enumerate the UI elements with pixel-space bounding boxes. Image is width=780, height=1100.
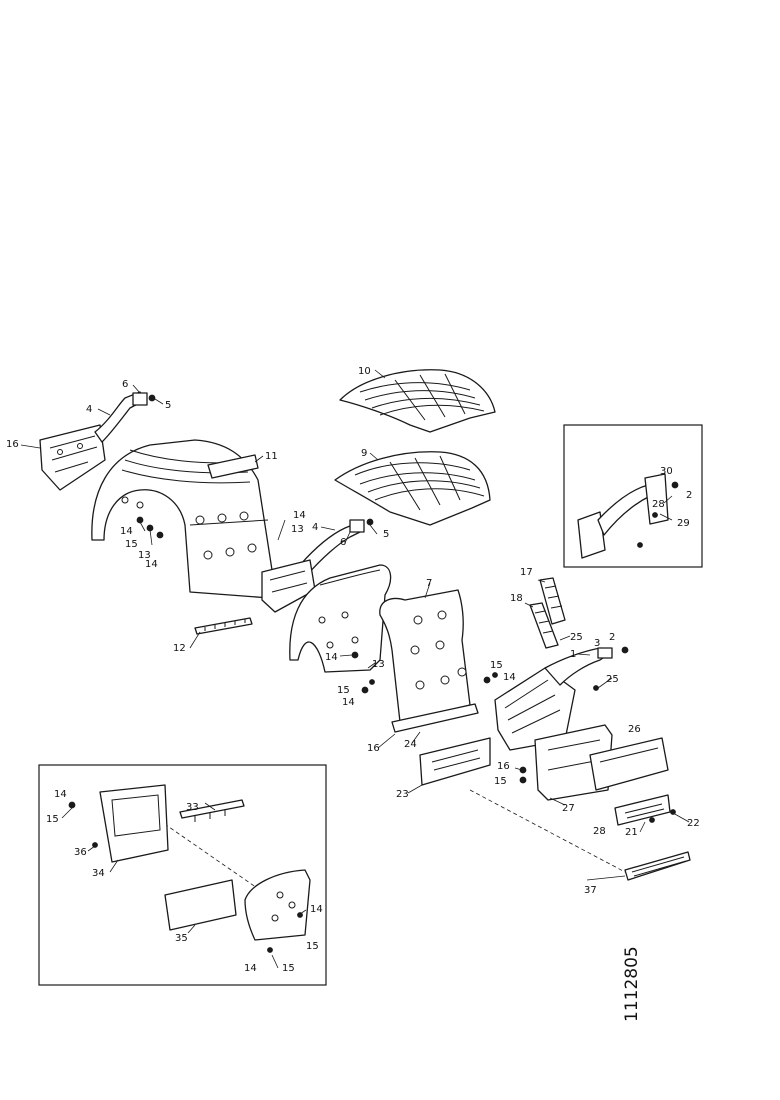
callout-9: 9: [361, 448, 367, 459]
callout-16: 16: [497, 761, 510, 772]
assembly-line: [469, 789, 626, 873]
mudguard-panel-7: [379, 589, 471, 723]
callout-25: 25: [570, 632, 583, 643]
callout-2: 2: [686, 490, 692, 501]
callout-22: 22: [687, 818, 700, 829]
callout-15: 15: [494, 776, 507, 787]
callout-4: 4: [312, 522, 318, 533]
callout-7: 7: [426, 578, 432, 589]
callout-16: 16: [367, 743, 380, 754]
detail-inset-left: [38, 764, 327, 986]
drawing-reference-number: 1112805: [622, 946, 642, 1022]
leader-lines: [20, 369, 690, 969]
callout-14: 14: [54, 789, 67, 800]
lamp-housing-26: [589, 737, 669, 791]
callout-11: 11: [265, 451, 278, 462]
callout-16: 16: [6, 439, 19, 450]
callout-27: 27: [562, 803, 575, 814]
callout-15: 15: [282, 963, 295, 974]
callout-29: 29: [677, 518, 690, 529]
callout-4: 4: [86, 404, 92, 415]
callout-23: 23: [396, 789, 409, 800]
callout-18: 18: [510, 593, 523, 604]
inset-bracket-detail: [577, 473, 679, 559]
callout-5: 5: [383, 529, 389, 540]
callout-13: 13: [291, 524, 304, 535]
rear-mudguard-large: [91, 439, 273, 599]
callout-6: 6: [122, 379, 128, 390]
callout-37: 37: [584, 885, 597, 896]
callout-3: 3: [594, 638, 600, 649]
assembly-line: [129, 799, 261, 891]
callout-36: 36: [74, 847, 87, 858]
callout-35: 35: [175, 933, 188, 944]
callout-5: 5: [165, 400, 171, 411]
callout-17: 17: [520, 567, 533, 578]
callout-14: 14: [120, 526, 133, 537]
reflector-strip-17: [539, 577, 566, 625]
mud-flap-23: [419, 737, 491, 786]
callout-14: 14: [293, 510, 306, 521]
detail-inset-right: [563, 424, 703, 568]
callout-15: 15: [337, 685, 350, 696]
callout-24: 24: [404, 739, 417, 750]
callout-14: 14: [342, 697, 355, 708]
callout-26: 26: [628, 724, 641, 735]
flap-bracket-24: [391, 703, 479, 733]
callout-15: 15: [125, 539, 138, 550]
callout-14: 14: [325, 652, 338, 663]
callout-25: 25: [606, 674, 619, 685]
callout-34: 34: [92, 868, 105, 879]
callout-6: 6: [340, 537, 346, 548]
callout-2: 2: [609, 632, 615, 643]
callout-13: 13: [138, 550, 151, 561]
callout-14: 14: [310, 904, 323, 915]
mudguard-top-cover: [339, 369, 496, 433]
callout-10: 10: [358, 366, 371, 377]
callout-28: 28: [593, 826, 606, 837]
mounting-bracket-center: [261, 559, 316, 613]
callout-12: 12: [173, 643, 186, 654]
step-strip-37: [624, 851, 691, 881]
callout-labels: 16 4 6 5 11 14 15 13 14 12 14 13 4 6 5 1…: [6, 366, 700, 974]
callout-30: 30: [660, 466, 673, 477]
callout-14: 14: [244, 963, 257, 974]
rear-light-bracket-assembly: [494, 646, 629, 751]
inset-mudflap-detail: [68, 784, 311, 953]
callout-15: 15: [306, 941, 319, 952]
front-mudguard-part: [289, 564, 392, 673]
reflector-strip-18: [529, 602, 559, 649]
mudguard-stay-arm-left: [94, 391, 156, 443]
callout-14: 14: [503, 672, 516, 683]
callout-1: 1: [570, 649, 576, 660]
callout-13: 13: [372, 659, 385, 670]
bolt-washer-set-left: [136, 516, 164, 539]
callout-15: 15: [46, 814, 59, 825]
callout-15: 15: [490, 660, 503, 671]
callout-14: 14: [145, 559, 158, 570]
mudguard-mid-cover: [334, 451, 491, 526]
mounting-bracket-part: [39, 424, 106, 491]
callout-28: 28: [652, 499, 665, 510]
support-frame-27: [534, 724, 613, 801]
edge-strip-part: [194, 617, 253, 635]
callout-33: 33: [186, 802, 199, 813]
lamp-lens-21: [614, 794, 671, 826]
callout-21: 21: [625, 827, 638, 838]
